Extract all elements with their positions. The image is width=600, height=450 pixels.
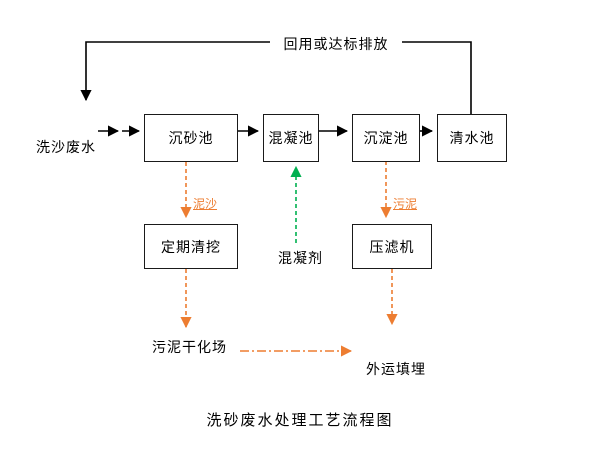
process-box-sedimentation-tank: 沉淀池 — [352, 114, 420, 162]
process-box-coagulation-tank: 混凝池 — [263, 114, 319, 162]
flow-label-sludge: 污泥 — [393, 197, 418, 211]
side-box-label: 压滤机 — [369, 239, 415, 256]
process-box-grit-chamber: 沉砂池 — [144, 114, 238, 162]
process-box-clean-water-tank: 清水池 — [437, 114, 507, 162]
flow-label-offsite-landfill: 外运填埋 — [366, 362, 426, 378]
recycle-loop-label: 回用或达标排放 — [270, 33, 402, 55]
process-box-label: 清水池 — [449, 131, 495, 147]
side-box-periodic-dredging: 定期清挖 — [144, 224, 238, 269]
diagram-title: 洗砂废水处理工艺流程图 — [206, 411, 394, 429]
side-box-label: 定期清挖 — [161, 239, 221, 256]
process-box-label: 沉砂池 — [168, 131, 214, 147]
inlet-label: 洗沙废水 — [36, 140, 96, 156]
flow-label-coagulant: 混凝剂 — [278, 251, 323, 267]
flow-label-sludge-drying-yard: 污泥干化场 — [152, 340, 227, 356]
side-box-filter-press: 压滤机 — [352, 224, 432, 269]
process-box-label: 沉淀池 — [363, 131, 409, 147]
flow-label-sediment: 泥沙 — [193, 197, 218, 211]
process-box-label: 混凝池 — [268, 131, 314, 147]
